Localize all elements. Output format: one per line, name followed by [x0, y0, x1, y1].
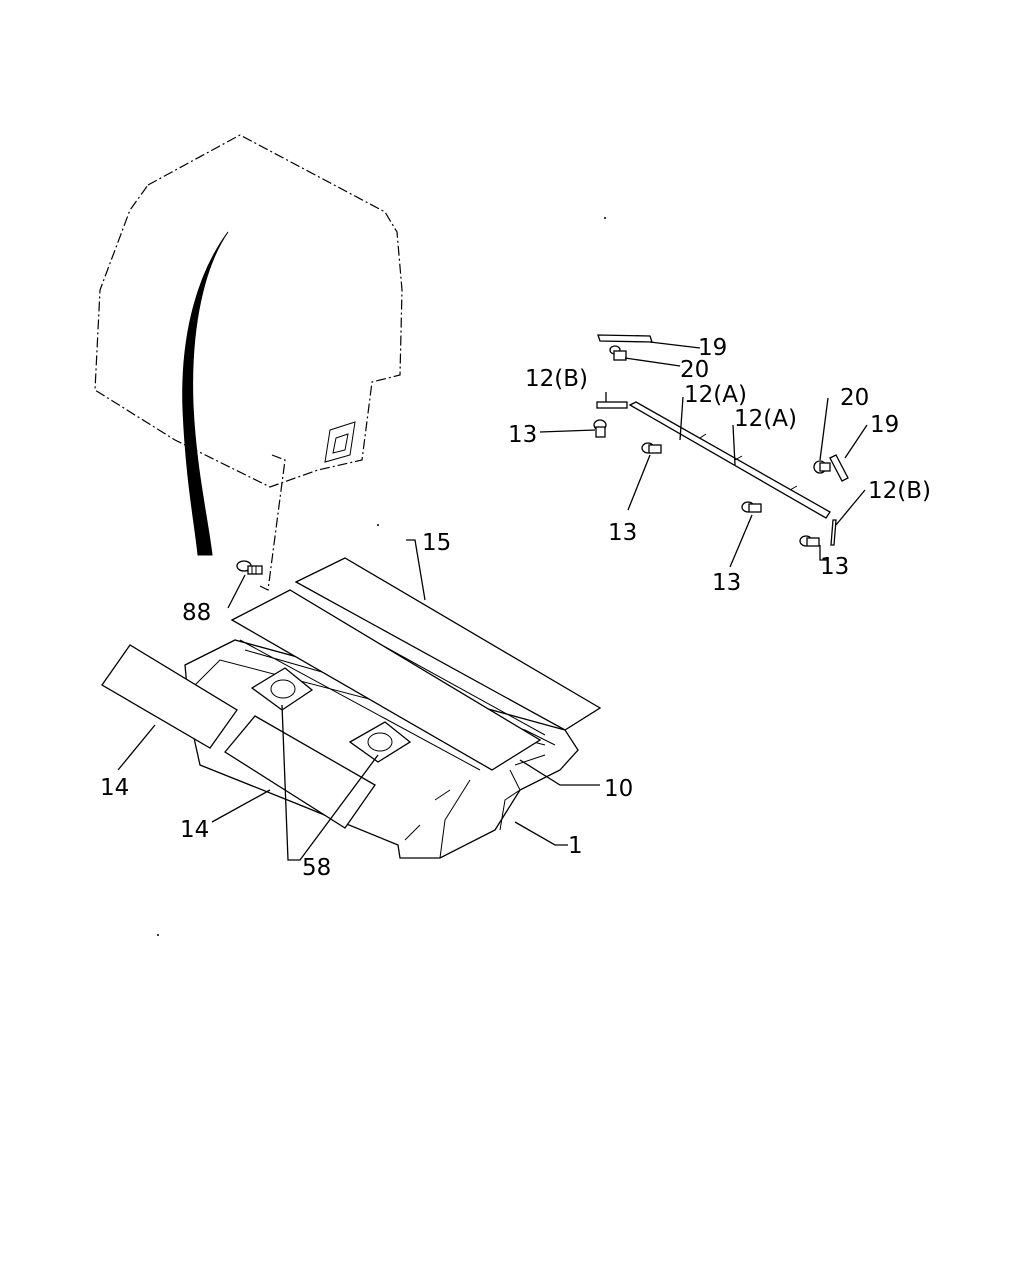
strip-12b-right [830, 519, 837, 546]
label-12b-right: 12(B) [868, 478, 931, 504]
label-14-a: 14 [100, 775, 129, 801]
label-13-b: 13 [608, 520, 637, 546]
screw-13-d [799, 535, 820, 547]
label-1: 1 [568, 833, 583, 859]
label-19-top: 19 [698, 335, 727, 361]
bolt-88 [227, 560, 263, 609]
pad-14-a [101, 644, 238, 749]
plate-58-b [348, 721, 412, 763]
label-13-c: 13 [712, 570, 741, 596]
screw-20-right [813, 460, 831, 474]
rail-12a [628, 401, 831, 519]
clip-19-right [829, 454, 849, 482]
label-58: 58 [302, 855, 331, 881]
speck [377, 524, 379, 526]
label-13-a: 13 [508, 422, 537, 448]
label-12b-left: 12(B) [525, 366, 588, 392]
screw-13-c [741, 501, 762, 513]
label-15: 15 [422, 530, 451, 556]
speck [157, 934, 159, 936]
label-19-right: 19 [870, 412, 899, 438]
label-12a-mid: 12(A) [734, 406, 797, 432]
label-13-d: 13 [820, 554, 849, 580]
label-10: 10 [604, 776, 633, 802]
screw-13-b [641, 442, 662, 454]
screw-20-top [609, 345, 627, 361]
plate-58-a [250, 667, 314, 711]
pad-14-b [224, 715, 376, 829]
screw-13-a [593, 419, 607, 438]
label-12a-top: 12(A) [684, 382, 747, 408]
label-14-b: 14 [180, 817, 209, 843]
label-20-top: 20 [680, 357, 709, 383]
label-88: 88 [182, 600, 211, 626]
seat-back-outline [94, 134, 403, 591]
speck [604, 217, 606, 219]
pad-10 [230, 589, 542, 771]
strip-12b-left [596, 401, 628, 409]
clip-19-top [597, 334, 653, 343]
leader-lines [117, 341, 868, 861]
label-20-right: 20 [840, 385, 869, 411]
